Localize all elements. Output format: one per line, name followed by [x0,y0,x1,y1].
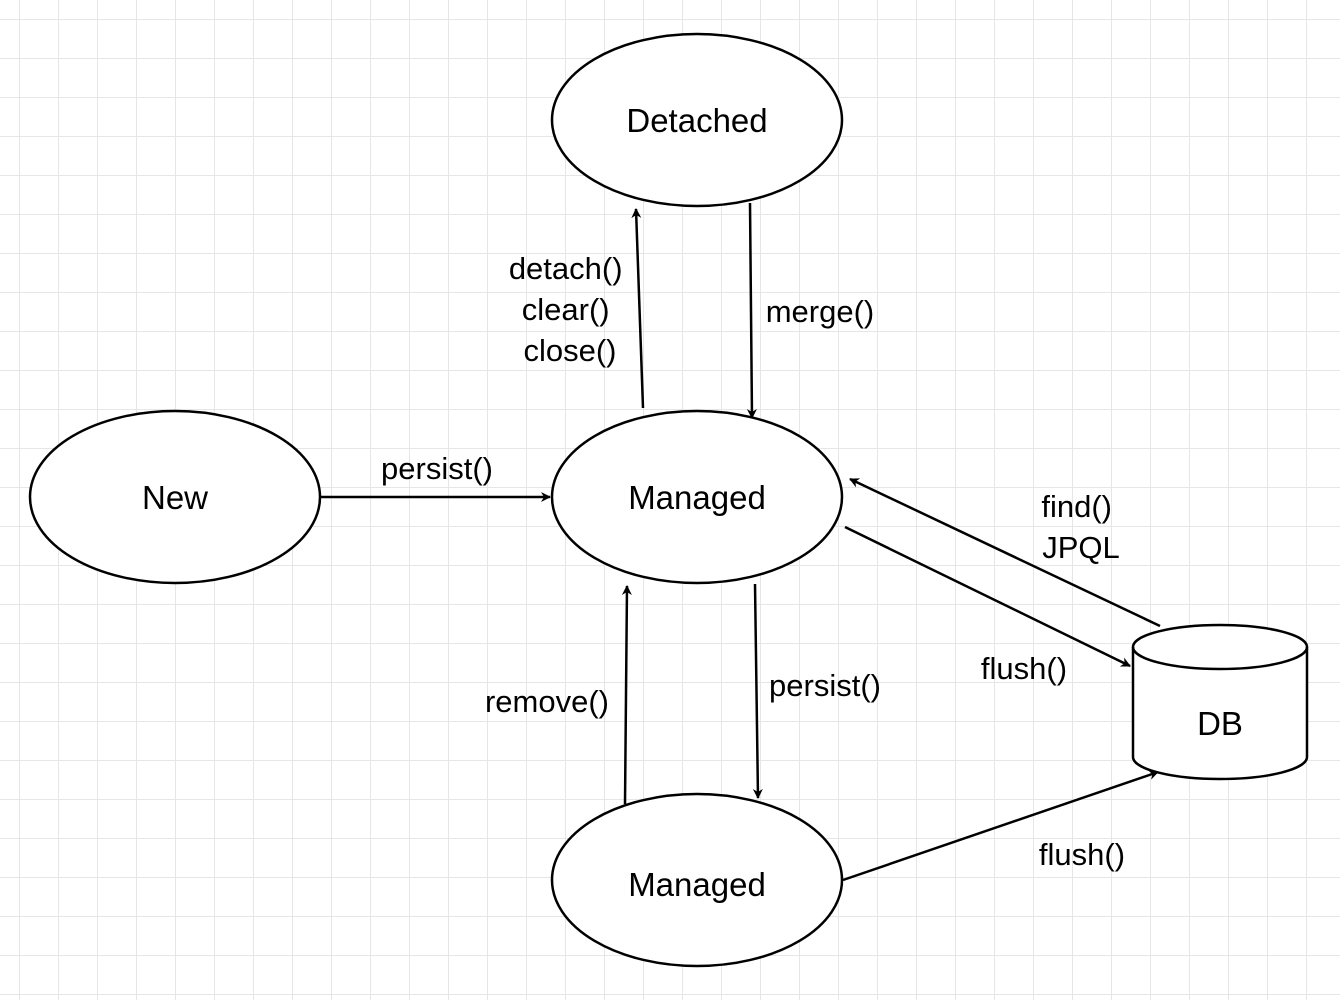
edge-managed-to-db[interactable] [844,525,1131,668]
edges [320,202,1161,882]
managed-ellipse [550,409,844,585]
new-label: New [142,479,208,516]
managed-label: Managed [628,479,766,516]
node-managed-lower[interactable]: Managed [550,792,844,968]
node-detached[interactable]: Detached [550,32,844,208]
edge-managed-lower-to-managed[interactable] [621,585,632,805]
detach-line-2: clear() [522,292,610,327]
find-line-1: find() [1041,489,1112,524]
edge-managed-to-managed-lower[interactable] [752,583,763,799]
db-cylinder-icon [1131,623,1309,781]
merge-label: merge() [766,294,875,329]
persist-lower-label: persist() [769,668,881,703]
edge-managed-lower-to-db[interactable] [842,770,1159,882]
detached-ellipse [550,32,844,208]
edge-labels: detach() clear() close() merge() persist… [381,251,1125,872]
detach-line-3: close() [523,333,616,368]
managed-lower-ellipse [550,792,844,968]
edge-detached-to-managed[interactable] [746,202,757,419]
new-ellipse [28,409,322,585]
edge-managed-to-detached[interactable] [631,208,645,409]
persist-new-label: persist() [381,451,493,486]
detached-label: Detached [626,102,767,139]
find-line-2: JPQL [1042,530,1120,565]
detach-line-1: detach() [509,251,623,286]
find-label: find() JPQL [1041,489,1120,565]
managed-lower-label: Managed [628,866,766,903]
remove-label: remove() [485,684,609,719]
flush-main-label: flush() [981,651,1067,686]
detach-label: detach() clear() close() [509,251,631,368]
edge-db-to-managed[interactable] [849,477,1161,628]
node-new[interactable]: New [28,409,322,585]
db-cylinder-top [1131,646,1309,671]
flush-lower-label: flush() [1039,837,1125,872]
node-managed[interactable]: Managed [550,409,844,585]
db-label: DB [1197,705,1243,742]
node-db[interactable]: DB [1131,623,1309,781]
